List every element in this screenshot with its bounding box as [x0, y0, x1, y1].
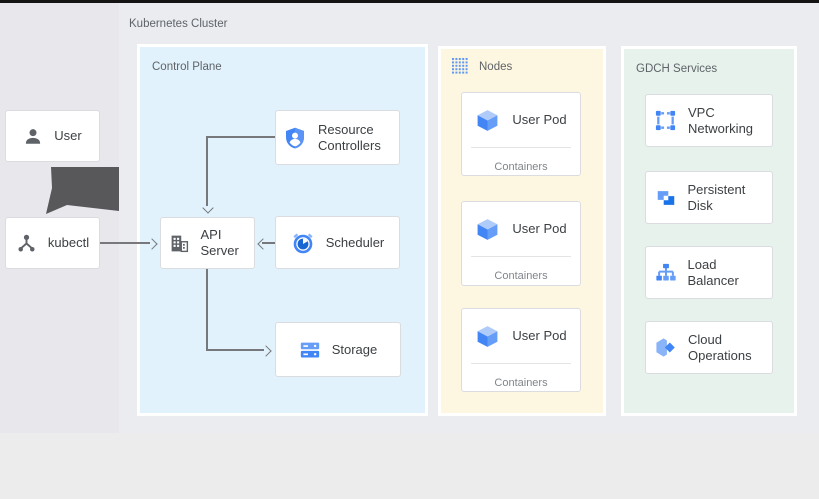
- control-plane-label: Control Plane: [152, 61, 222, 73]
- pod-cube-icon: [475, 217, 500, 242]
- api-server-label: API Server: [200, 227, 239, 258]
- top-edge-bar: [0, 0, 819, 3]
- arrow-api-server-to-storage-horizontal: [206, 349, 265, 351]
- kubectl-icon: [16, 233, 37, 254]
- user-pod-row: User Pod: [462, 202, 580, 256]
- arrow-resource-controllers-horizontal: [207, 136, 275, 138]
- user-icon: [23, 126, 43, 146]
- user-pod-label: User Pod: [512, 112, 567, 127]
- arrow-resource-controllers-vertical: [206, 136, 208, 206]
- user-pod-row: User Pod: [462, 93, 580, 147]
- cloud-operations-icon: [654, 336, 677, 359]
- user-pod-label: User Pod: [512, 328, 567, 343]
- pod-cube-icon: [475, 108, 500, 133]
- persistent-disk-box: Persistent Disk: [645, 171, 773, 224]
- cloud-operations-box: Cloud Operations: [645, 321, 773, 374]
- vpc-networking-icon: [654, 109, 677, 132]
- bottom-background: [0, 433, 819, 499]
- pod-cube-icon: [475, 324, 500, 349]
- arrow-scheduler-to-api-server: [262, 242, 275, 244]
- gdch-services-label: GDCH Services: [636, 63, 718, 75]
- load-balancer-label: Load Balancer: [687, 256, 739, 288]
- vpc-networking-box: VPC Networking: [645, 94, 773, 147]
- scheduler-box: Scheduler: [275, 216, 400, 269]
- nodes-label-row: Nodes: [452, 58, 512, 75]
- storage-server-icon: [299, 339, 321, 361]
- load-balancer-icon: [655, 262, 677, 284]
- pod-divider: [471, 256, 571, 257]
- kubectl-box: kubectl: [5, 217, 100, 269]
- arrow-kubectl-to-api-server: [100, 242, 150, 244]
- containers-label: Containers: [494, 161, 548, 173]
- user-pod-label: User Pod: [512, 221, 567, 236]
- pod-divider: [471, 147, 571, 148]
- persistent-disk-label: Persistent Disk: [687, 181, 746, 213]
- resource-controllers-shield-icon: [283, 126, 307, 150]
- nodes-label: Nodes: [479, 60, 513, 73]
- user-pod-box-2: User Pod Containers: [461, 201, 581, 286]
- api-server-box: API Server: [160, 217, 255, 269]
- nodes-grid-icon: [452, 58, 469, 75]
- kubernetes-cluster-label: Kubernetes Cluster: [129, 18, 228, 30]
- resource-controllers-label: Resource Controllers: [318, 121, 381, 153]
- api-server-building-icon: [169, 233, 190, 254]
- containers-label: Containers: [494, 377, 548, 389]
- load-balancer-box: Load Balancer: [645, 246, 773, 299]
- pod-divider: [471, 363, 571, 364]
- arrow-api-server-to-storage-vertical: [206, 269, 208, 350]
- user-label: User: [54, 128, 82, 143]
- persistent-disk-icon: [655, 187, 677, 209]
- storage-box: Storage: [275, 322, 401, 377]
- user-pod-row: User Pod: [462, 309, 580, 363]
- resource-controllers-box: Resource Controllers: [275, 110, 400, 165]
- kubectl-label: kubectl: [47, 235, 90, 250]
- user-pod-box-1: User Pod Containers: [461, 92, 581, 176]
- scheduler-label: Scheduler: [325, 234, 385, 250]
- user-box: User: [5, 110, 100, 162]
- user-pod-box-3: User Pod Containers: [461, 308, 581, 392]
- containers-label: Containers: [494, 270, 548, 282]
- vpc-networking-label: VPC Networking: [688, 104, 754, 136]
- storage-label: Storage: [331, 341, 378, 357]
- scheduler-clock-icon: [291, 231, 315, 255]
- cloud-operations-label: Cloud Operations: [688, 331, 752, 363]
